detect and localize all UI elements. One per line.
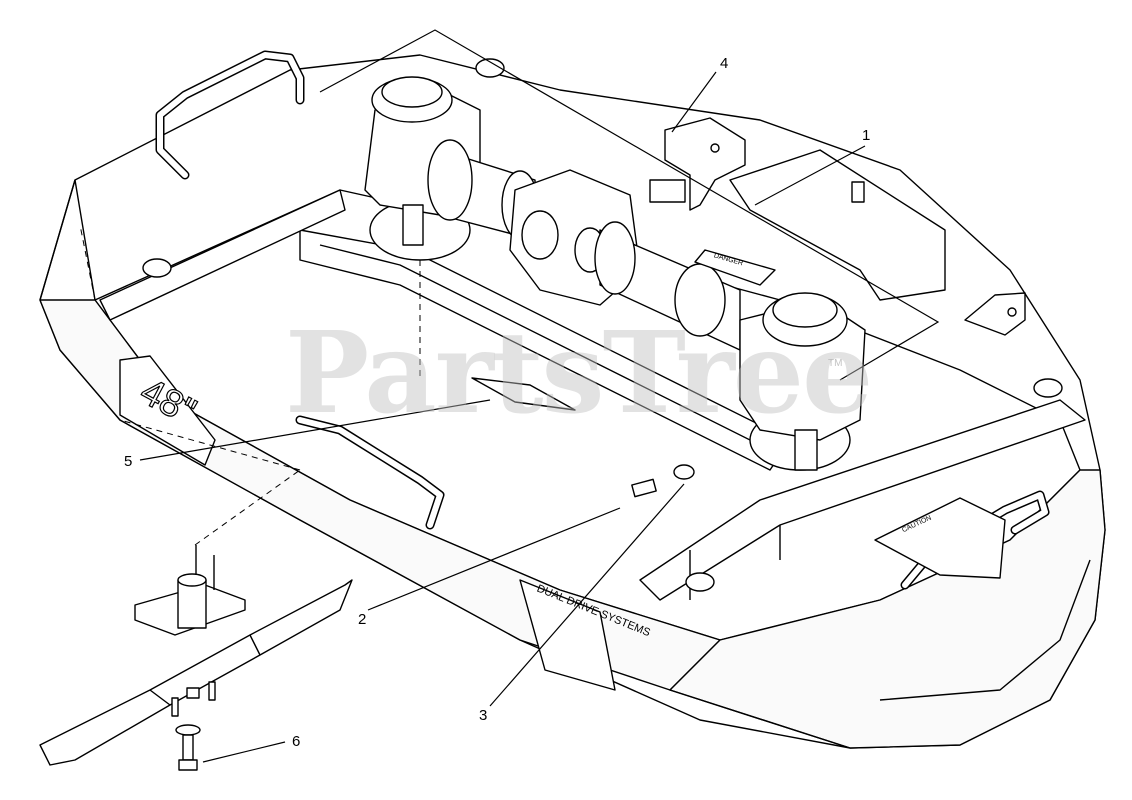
blade-bolt bbox=[182, 734, 194, 761]
callout-2: 2 bbox=[358, 611, 367, 628]
left-skirt-panel bbox=[39, 179, 96, 301]
leader-2 bbox=[367, 507, 621, 611]
trademark-mark: TM bbox=[828, 358, 843, 369]
mower-blade bbox=[39, 579, 353, 766]
callout-6: 6 bbox=[292, 733, 301, 750]
leader-3 bbox=[489, 483, 685, 707]
hidden-deck-outline bbox=[79, 224, 301, 471]
leader-1 bbox=[319, 29, 940, 381]
callout-3: 3 bbox=[479, 707, 488, 724]
center-gearbox-port bbox=[521, 210, 559, 260]
cover-post bbox=[851, 181, 865, 203]
deck-washer bbox=[673, 464, 695, 480]
callout-4: 4 bbox=[720, 55, 729, 72]
left-boss bbox=[142, 258, 172, 278]
leader-6 bbox=[202, 741, 286, 763]
blade-screw-2 bbox=[208, 681, 216, 701]
input-spline bbox=[649, 179, 686, 203]
right-boss bbox=[1033, 378, 1063, 398]
left-spindle-shaft bbox=[402, 204, 424, 246]
bracket-hole bbox=[710, 143, 720, 153]
callout-5: 5 bbox=[124, 453, 133, 470]
right-coupling bbox=[594, 221, 636, 295]
callout-1: 1 bbox=[862, 127, 871, 144]
right-cover-box bbox=[729, 149, 946, 301]
blade-nut bbox=[186, 687, 200, 699]
deck-bolt bbox=[631, 478, 657, 498]
right-rail bbox=[639, 399, 1086, 601]
caution-decal bbox=[874, 497, 1006, 579]
right-coupling-face bbox=[674, 263, 726, 337]
leader-4 bbox=[671, 71, 717, 133]
skirt-lip bbox=[669, 559, 1091, 749]
blade-spindle-hub bbox=[177, 579, 207, 629]
right-mount-bracket bbox=[964, 292, 1026, 336]
danger-decal bbox=[694, 249, 776, 286]
baffle-plate bbox=[471, 377, 576, 411]
right-gearbox-cap-top bbox=[772, 292, 838, 328]
leader-5 bbox=[139, 399, 491, 461]
blade-screw-1 bbox=[171, 697, 179, 717]
left-rail bbox=[99, 189, 346, 321]
left-coupling bbox=[427, 139, 473, 221]
front-boss bbox=[685, 572, 715, 592]
deck-size-decal bbox=[119, 355, 216, 466]
left-gearbox-cap-top bbox=[381, 76, 443, 108]
dual-drive-decal bbox=[519, 579, 616, 691]
rear-boss bbox=[475, 58, 505, 78]
blade-bolt-head bbox=[178, 759, 198, 771]
right-bracket-hole bbox=[1007, 307, 1017, 317]
right-spindle-shaft bbox=[794, 429, 818, 471]
blade-washer bbox=[175, 724, 201, 736]
mower-blade-edge bbox=[149, 634, 261, 706]
center-rail-inner bbox=[319, 244, 781, 456]
rear-handle-inner bbox=[157, 52, 303, 178]
mount-bracket bbox=[664, 117, 746, 211]
front-left-handle-inner bbox=[297, 417, 443, 528]
hub-top bbox=[177, 573, 207, 587]
